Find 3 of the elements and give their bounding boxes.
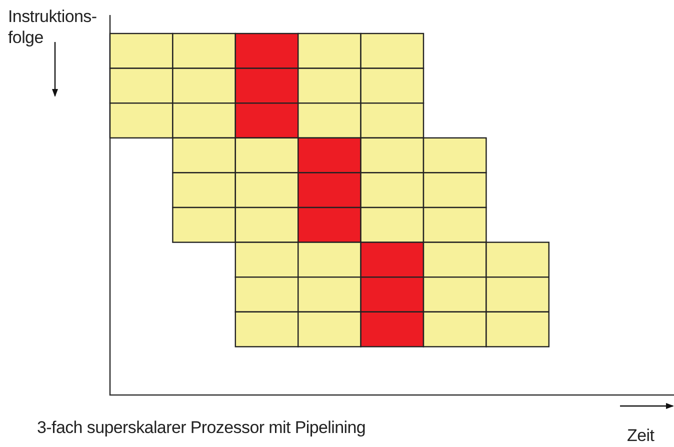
- caption: 3-fach superskalarer Prozessor mit Pipelining: [37, 417, 366, 438]
- axis-label: Zeit: [627, 425, 654, 446]
- axis-label: Instruktions- folge: [8, 6, 98, 48]
